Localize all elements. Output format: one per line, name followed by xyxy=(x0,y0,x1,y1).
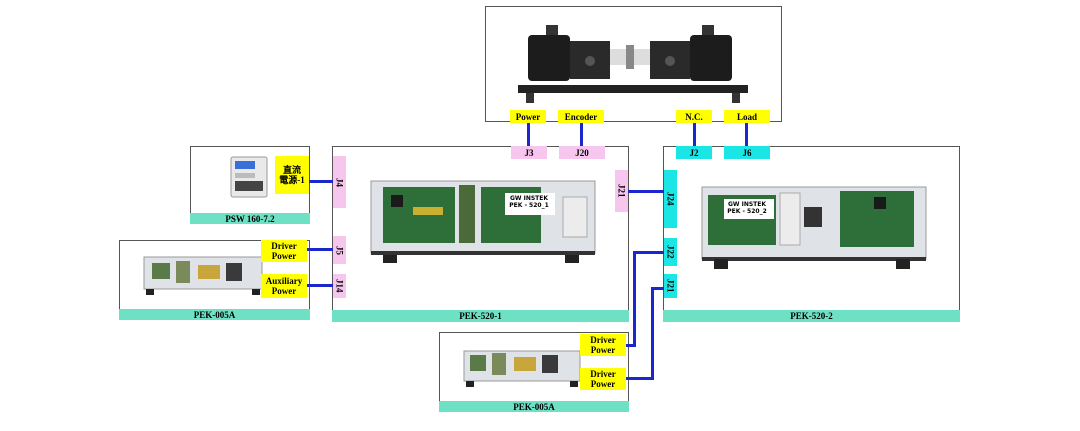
pek520-1-illustration xyxy=(370,180,596,263)
pek520-1-box xyxy=(332,146,629,322)
motor-illustration xyxy=(518,25,748,103)
auxiliary-power-label: Auxiliary Power xyxy=(261,274,307,298)
pek520-1-board-text: GW INSTEK PEK - 520_1 xyxy=(509,195,549,209)
pek520-2-box xyxy=(663,146,960,322)
wire-j21-j24 xyxy=(628,190,664,193)
wire-load-j6 xyxy=(745,123,748,146)
connector-j22: J22 xyxy=(664,238,677,266)
dc-power-label: 直流 電源-1 xyxy=(275,156,309,194)
wire-bottom-j22-v xyxy=(633,251,636,347)
wire-power-j3 xyxy=(527,123,530,146)
driver-power-label-bottom-1: Driver Power xyxy=(580,334,626,356)
wire-bottom-j21-h2 xyxy=(651,287,664,290)
power-terminal-label: Power xyxy=(510,110,546,123)
wire-aux-power-j14 xyxy=(307,284,333,287)
connector-j21-left: J21 xyxy=(615,170,628,212)
pek005a-left-caption: PEK-005A xyxy=(119,309,310,320)
connector-j2: J2 xyxy=(676,146,712,159)
connector-j14: J14 xyxy=(333,274,346,298)
power-supply-illustration xyxy=(230,156,268,198)
motor-box xyxy=(485,6,782,122)
pek520-1-caption: PEK-520-1 xyxy=(332,310,629,322)
connector-j24: J24 xyxy=(664,170,677,228)
wire-bottom-j21-v xyxy=(651,287,654,380)
wire-bottom-j22-h1 xyxy=(626,344,636,347)
connector-j4: J4 xyxy=(333,156,346,208)
pek520-2-illustration xyxy=(701,186,927,269)
connector-j21-right: J21 xyxy=(664,274,677,298)
wire-nc-j2 xyxy=(693,123,696,146)
load-terminal-label: Load xyxy=(724,110,770,123)
wire-bottom-j22-h2 xyxy=(633,251,664,254)
nc-terminal-label: N.C. xyxy=(676,110,712,123)
driver-power-label-bottom-2: Driver Power xyxy=(580,368,626,390)
psw-caption: PSW 160-7.2 xyxy=(190,213,310,224)
wire-driver-power-j5 xyxy=(307,248,333,251)
pek520-2-caption: PEK-520-2 xyxy=(663,310,960,322)
connector-j3: J3 xyxy=(511,146,547,159)
pek005a-bottom-illustration xyxy=(463,350,581,387)
connector-j5: J5 xyxy=(333,236,346,264)
pek005a-left-illustration xyxy=(143,256,263,295)
driver-power-label-left: Driver Power xyxy=(261,240,307,262)
wire-bottom-j21-h1 xyxy=(626,377,654,380)
encoder-terminal-label: Encoder xyxy=(558,110,604,123)
pek520-2-board-text: GW INSTEK PEK - 520_2 xyxy=(727,201,767,215)
connector-j6: J6 xyxy=(724,146,770,159)
wire-dc-power-j4 xyxy=(309,180,333,183)
pek005a-bottom-caption: PEK-005A xyxy=(439,401,629,412)
wire-encoder-j20 xyxy=(580,123,583,146)
connector-j20: J20 xyxy=(559,146,605,159)
